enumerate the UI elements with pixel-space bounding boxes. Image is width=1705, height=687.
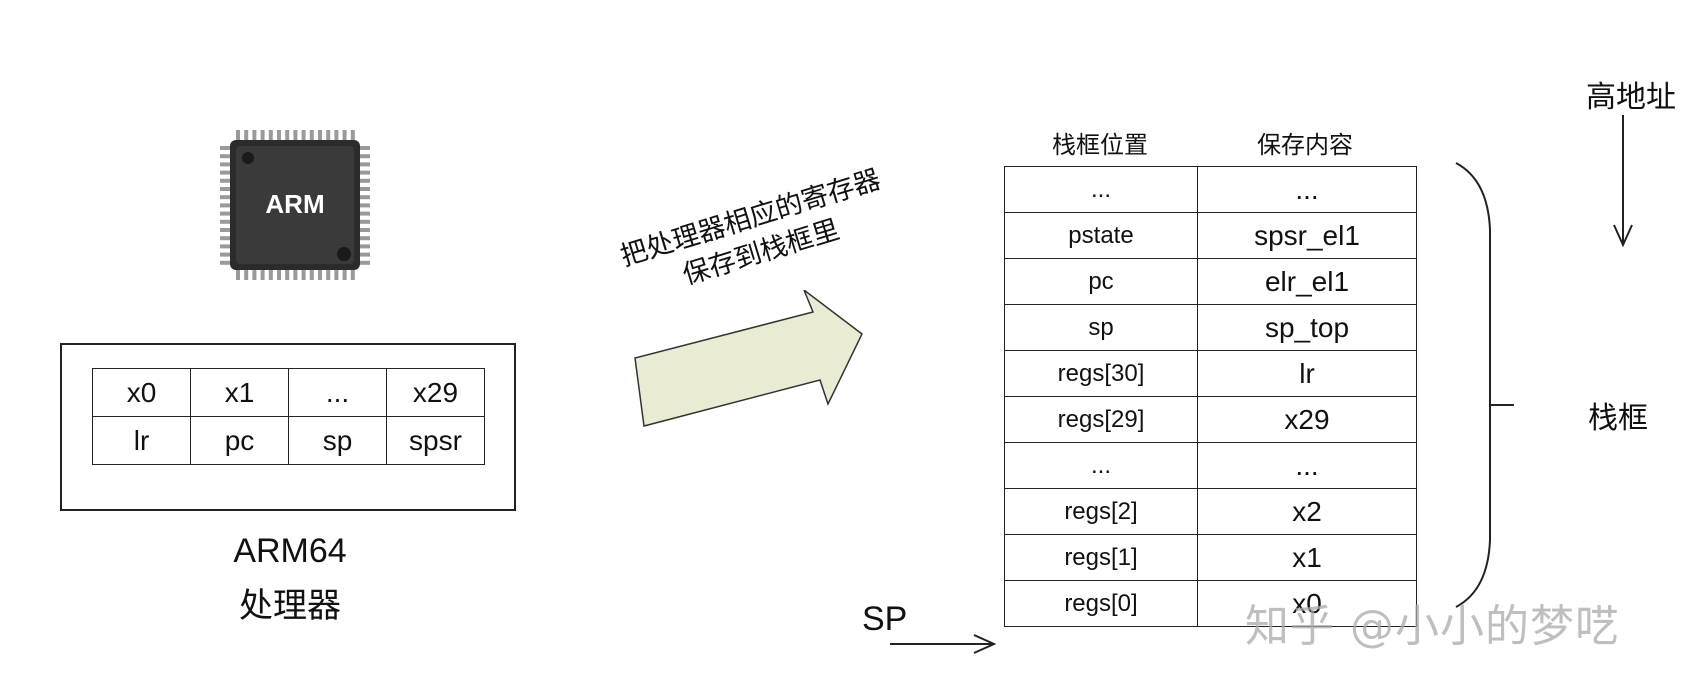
stack-row: ...... xyxy=(1004,166,1417,213)
register-row: x0 x1 ... x29 xyxy=(92,368,485,417)
register-cell: ... xyxy=(288,368,387,417)
stack-content-cell: spsr_el1 xyxy=(1197,212,1417,259)
sp-arrow-icon xyxy=(890,634,997,654)
frame-brace-icon xyxy=(1455,162,1514,608)
stack-position-cell: ... xyxy=(1004,166,1198,213)
stack-content-cell: elr_el1 xyxy=(1197,258,1417,305)
stack-position-cell: ... xyxy=(1004,442,1198,489)
register-cell: x0 xyxy=(92,368,191,417)
stack-content-cell: sp_top xyxy=(1197,304,1417,351)
cpu-subtitle: 处理器 xyxy=(239,587,341,625)
register-cell: lr xyxy=(92,416,191,465)
stack-row: regs[1]x1 xyxy=(1004,534,1417,581)
register-table: x0 x1 ... x29 lr pc sp spsr xyxy=(92,368,485,465)
stack-content-cell: x1 xyxy=(1197,534,1417,581)
stack-position-cell: regs[1] xyxy=(1004,534,1198,581)
register-row: lr pc sp spsr xyxy=(92,416,485,465)
cpu-title: ARM64 xyxy=(233,532,347,570)
stack-position-cell: regs[29] xyxy=(1004,396,1198,443)
stack-row: ...... xyxy=(1004,442,1417,489)
stack-frame-label: 栈框 xyxy=(1588,401,1648,436)
register-cell: x29 xyxy=(386,368,485,417)
register-cell: sp xyxy=(288,416,387,465)
stack-content-cell: ... xyxy=(1197,166,1417,213)
watermark: 知乎 @小小的梦呓 xyxy=(1245,601,1620,652)
stack-content-cell: ... xyxy=(1197,442,1417,489)
sp-label: SP xyxy=(862,600,908,638)
stack-row: regs[29]x29 xyxy=(1004,396,1417,443)
stack-position-cell: pstate xyxy=(1004,212,1198,259)
stack-row: regs[0]x0 xyxy=(1004,580,1417,627)
stack-position-cell: sp xyxy=(1004,304,1198,351)
stack-content-cell: x2 xyxy=(1197,488,1417,535)
stack-position-cell: regs[30] xyxy=(1004,350,1198,397)
register-cell: pc xyxy=(190,416,289,465)
stack-position-cell: regs[0] xyxy=(1004,580,1198,627)
stack-content-cell: x29 xyxy=(1197,396,1417,443)
down-arrow-icon xyxy=(1613,115,1633,248)
chip-graphic: ARM xyxy=(220,130,370,280)
high-address-label: 高地址 xyxy=(1586,80,1676,115)
register-box xyxy=(60,343,516,511)
stack-position-cell: regs[2] xyxy=(1004,488,1198,535)
transfer-arrow-icon xyxy=(634,290,863,427)
stack-row: regs[2]x2 xyxy=(1004,488,1417,535)
register-cell: x1 xyxy=(190,368,289,417)
arm-chip-icon: ARM xyxy=(210,120,380,290)
chip-label: ARM xyxy=(265,189,324,219)
column-header-position: 栈框位置 xyxy=(1052,131,1148,159)
stack-content-cell: x0 xyxy=(1197,580,1417,627)
stack-content-cell: lr xyxy=(1197,350,1417,397)
stack-position-cell: pc xyxy=(1004,258,1198,305)
stack-row: regs[30]lr xyxy=(1004,350,1417,397)
register-cell: spsr xyxy=(386,416,485,465)
column-header-content: 保存内容 xyxy=(1257,131,1353,159)
